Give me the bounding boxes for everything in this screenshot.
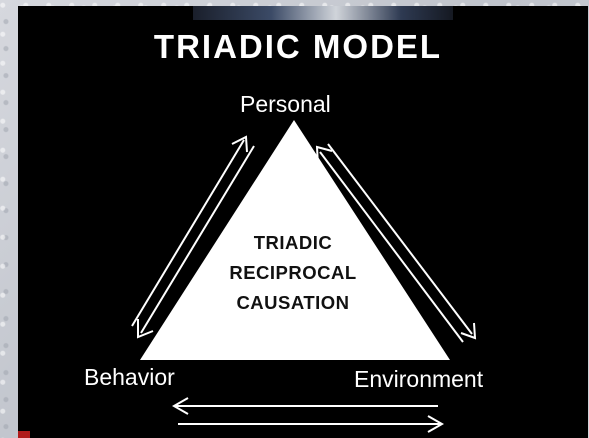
triadic-triangle [140,120,450,360]
triadic-diagram [131,120,477,433]
arrow-behavior-to-environment [178,415,445,433]
slide: TRIADIC MODEL Personal Behavior En [18,6,588,438]
corner-marker [18,431,30,438]
node-personal: Personal [240,91,331,117]
speaker-photo [193,6,453,20]
center-line-2: RECIPROCAL [229,262,357,283]
node-environment: Environment [354,366,484,392]
center-line-1: TRIADIC [253,232,333,253]
center-caption: TRIADIC RECIPROCAL CAUSATION [218,228,368,318]
center-line-3: CAUSATION [236,292,350,313]
slide-title: TRIADIC MODEL [153,28,443,65]
arrow-personal-to-environment [327,143,477,340]
arrow-behavior-to-personal [131,135,248,327]
arrow-personal-to-behavior [137,145,255,339]
node-behavior: Behavior [84,364,175,390]
arrow-environment-to-behavior [171,397,438,415]
arrow-environment-to-personal [315,145,464,343]
